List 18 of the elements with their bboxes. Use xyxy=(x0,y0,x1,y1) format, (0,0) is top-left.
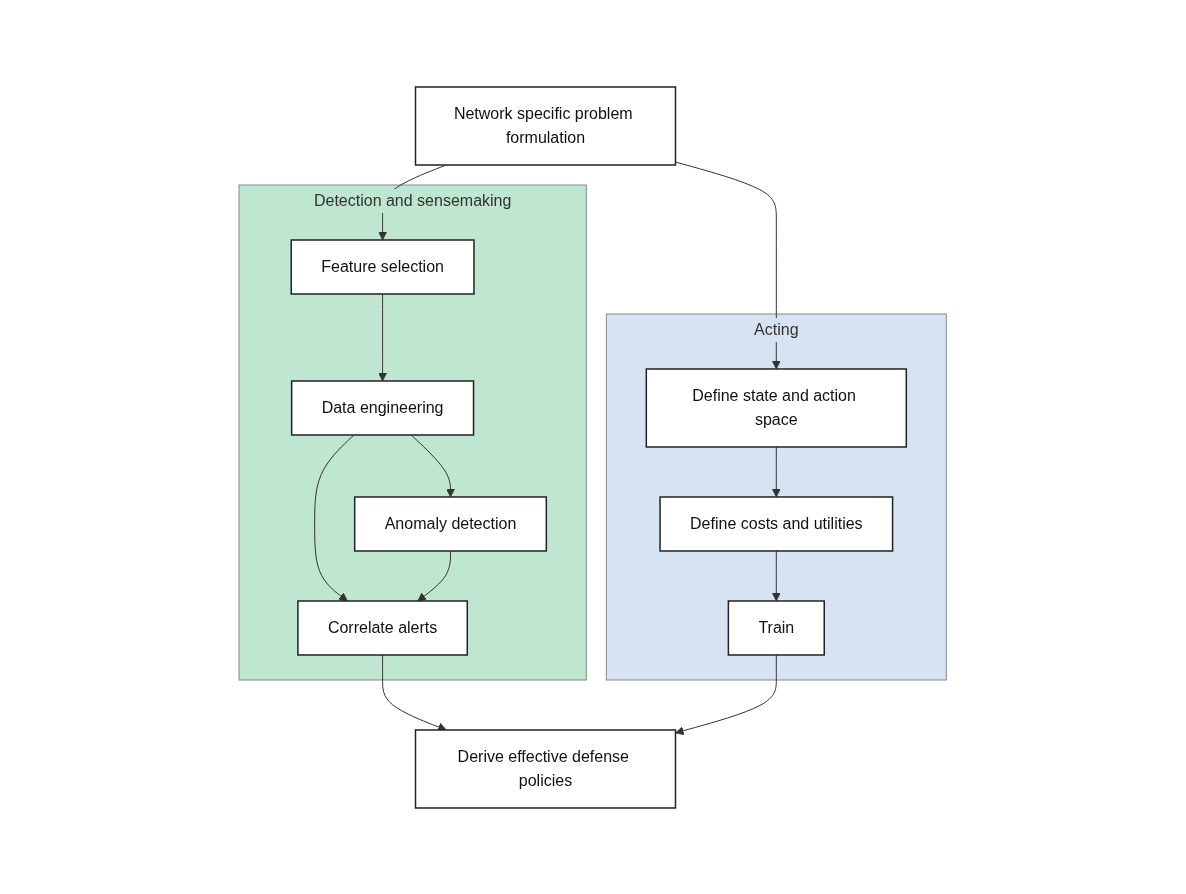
arrow xyxy=(772,446,782,497)
arrow xyxy=(314,434,355,601)
node-box: Anomaly detection xyxy=(354,495,548,552)
arrow xyxy=(411,434,456,497)
node-box: Define costs and utilities xyxy=(659,495,894,552)
node-box: Train xyxy=(728,599,826,656)
arrow xyxy=(417,550,452,601)
arrow xyxy=(378,293,388,381)
node-box: Data engineering xyxy=(291,379,475,436)
node-box: Feature selection xyxy=(290,238,476,295)
arrow xyxy=(772,550,782,601)
node-box: Derive effective defense policies xyxy=(415,728,677,809)
node-box: Define state and action space xyxy=(645,367,908,448)
node-box: Correlate alerts xyxy=(297,599,469,656)
arrow xyxy=(382,654,447,731)
arrow xyxy=(675,161,782,369)
node-box: Network specific problem formulation xyxy=(415,85,677,166)
arrow xyxy=(675,654,778,735)
